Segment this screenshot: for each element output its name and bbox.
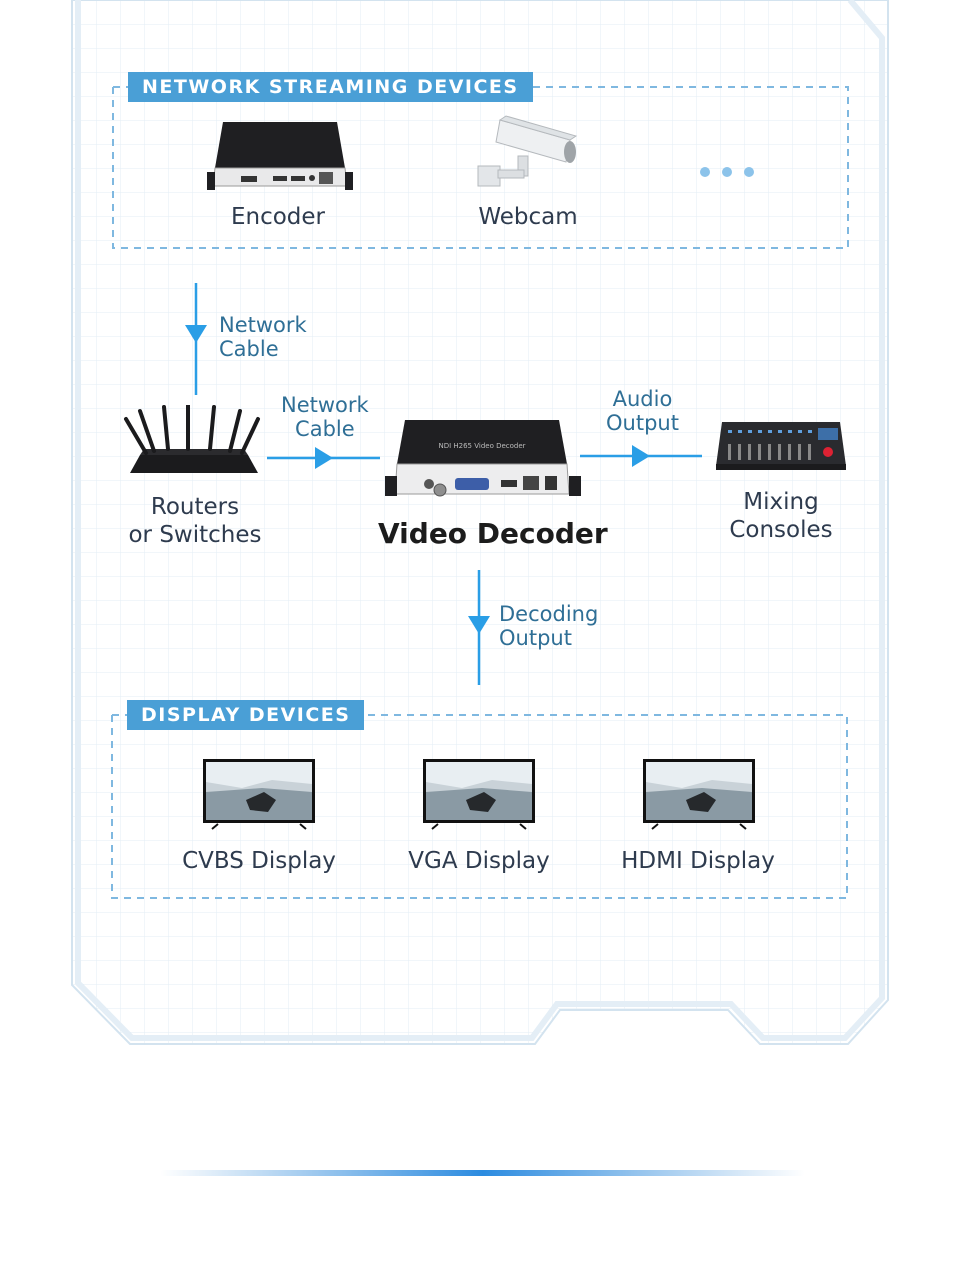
router-label: Routers or Switches xyxy=(116,493,274,549)
encoder-box-icon xyxy=(207,122,353,190)
flow-line: Output xyxy=(606,411,679,435)
flow-label-network-cable-mid: Network Cable xyxy=(281,393,369,441)
flow-label-audio-output: Audio Output xyxy=(606,387,679,435)
vga-display-label: VGA Display xyxy=(408,848,550,874)
flow-label-network-cable-down: Network Cable xyxy=(219,313,307,361)
mixer-label: Mixing Consoles xyxy=(712,488,850,544)
arrow-down-cable xyxy=(185,283,207,395)
arrow-router-to-decoder xyxy=(267,447,380,469)
hdmi-display-label: HDMI Display xyxy=(621,848,775,874)
router-label-line: or Switches xyxy=(128,522,262,548)
mixer-label-line: Consoles xyxy=(729,517,833,543)
tv-icon xyxy=(423,759,535,830)
mixing-console-icon xyxy=(716,422,846,470)
flow-line: Audio xyxy=(612,387,673,411)
mixer-label-line: Mixing xyxy=(743,489,819,515)
flow-line: Decoding xyxy=(499,602,599,626)
ellipsis-icon xyxy=(700,167,754,177)
flow-line: Network xyxy=(219,313,307,337)
arrow-decoder-to-mixer xyxy=(580,445,702,467)
video-decoder-icon: NDI H265 Video Decoder xyxy=(385,420,581,497)
flow-line: Cable xyxy=(295,417,355,441)
flow-label-decoding-output: Decoding Output xyxy=(499,602,598,650)
streaming-devices-tag: NETWORK STREAMING DEVICES xyxy=(128,72,533,102)
flow-line: Output xyxy=(499,626,572,650)
router-label-line: Routers xyxy=(150,494,240,520)
cvbs-display-label: CVBS Display xyxy=(182,848,336,874)
webcam-icon xyxy=(477,115,578,187)
router-icon xyxy=(124,405,260,473)
tv-icon xyxy=(643,759,755,830)
encoder-label: Encoder xyxy=(230,204,326,230)
webcam-label: Webcam xyxy=(478,204,578,230)
tv-icon xyxy=(203,759,315,830)
flow-line: Cable xyxy=(219,337,279,361)
video-decoder-title: Video Decoder xyxy=(378,517,608,550)
arrow-decoding-output xyxy=(468,570,490,685)
flow-line: Network xyxy=(281,393,369,417)
svg-text:NDI H265 Video Decoder: NDI H265 Video Decoder xyxy=(438,442,525,450)
display-devices-tag: DISPLAY DEVICES xyxy=(127,700,365,730)
